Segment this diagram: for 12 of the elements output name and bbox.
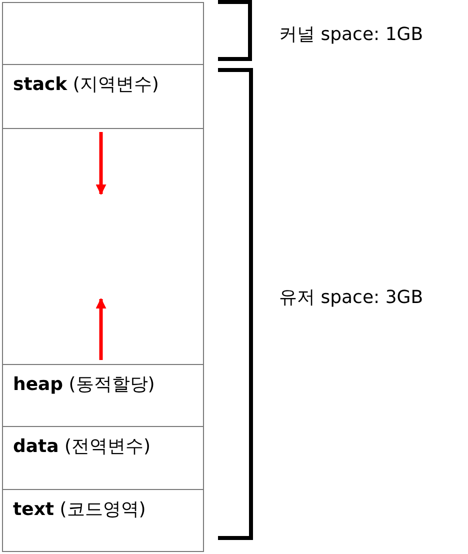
memory-segment <box>2 489 204 552</box>
segment-label: heap (동적할당) <box>13 373 155 396</box>
memory-segment <box>2 64 204 129</box>
memory-segment-box <box>2 128 204 365</box>
size-label: 커널 space: 1GB <box>279 23 424 46</box>
memory-segment-box <box>2 2 204 65</box>
segment-label: text (코드영역) <box>13 498 146 521</box>
segment-label: stack (지역변수) <box>13 73 159 96</box>
memory-segment <box>2 364 204 427</box>
segment-label: data (전역변수) <box>13 435 151 458</box>
memory-segment <box>2 426 204 490</box>
size-label: 유저 space: 3GB <box>279 286 424 309</box>
